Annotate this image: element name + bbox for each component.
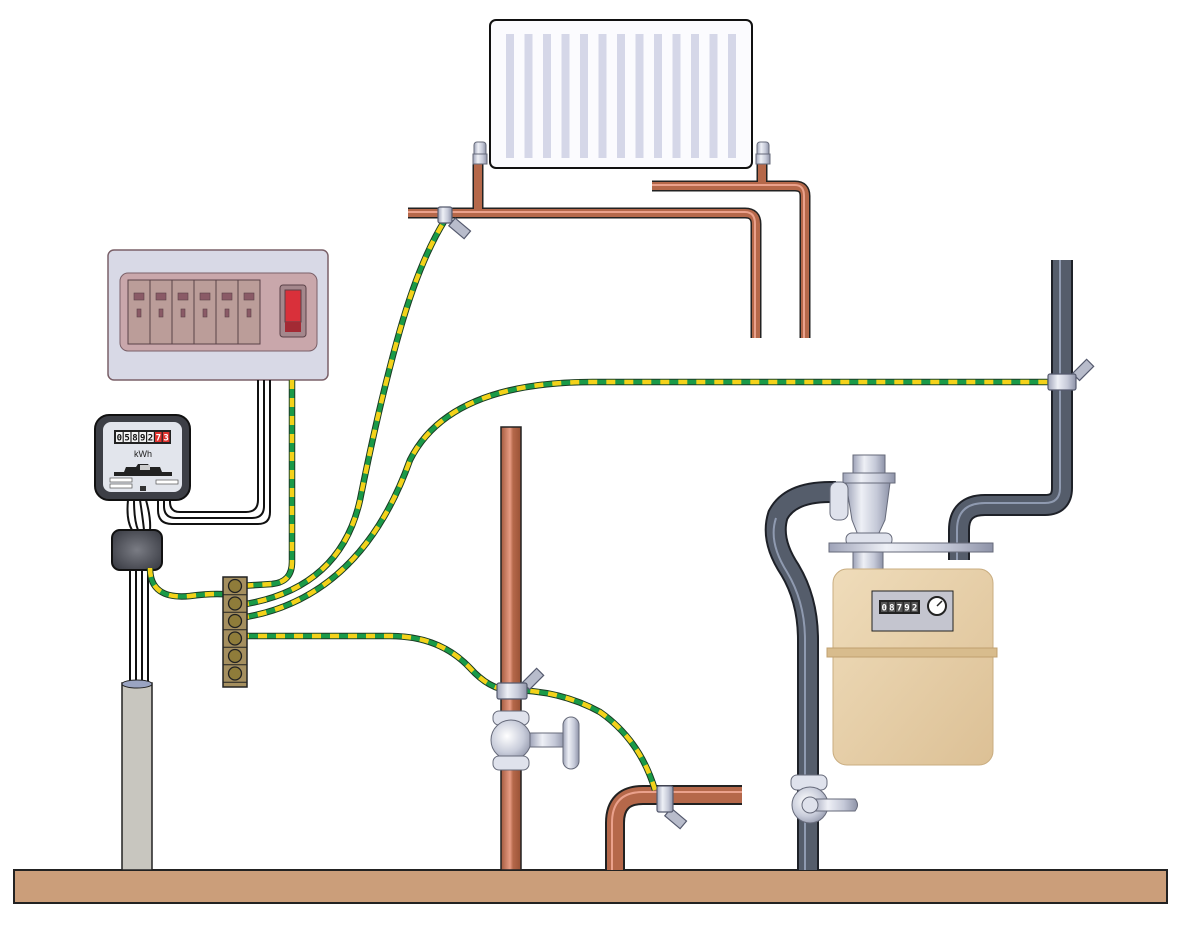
circuit-breaker[interactable]	[215, 279, 239, 345]
gas-meter-digit: 8	[889, 604, 894, 614]
water-pipe	[500, 426, 522, 871]
water-pipe-bend	[605, 785, 742, 870]
electricity-meter-digit: 8	[132, 434, 137, 444]
radiator-valve-right	[755, 141, 771, 165]
gas-meter-digit: 7	[897, 604, 902, 614]
radiator	[472, 19, 771, 169]
earth-terminal-screw	[223, 578, 247, 596]
radiator-fin	[543, 34, 551, 158]
radiator-fin	[728, 34, 736, 158]
bonding-conductor	[239, 218, 448, 609]
heating-pipes	[408, 160, 811, 338]
earth-clamp-gas	[1047, 358, 1095, 391]
gas-regulator	[828, 454, 994, 571]
bonding-conductor	[239, 378, 1055, 622]
radiator-fin	[580, 34, 588, 158]
earth-terminal-screw	[223, 613, 247, 631]
stopcock[interactable]	[490, 710, 580, 771]
gas-meter-digit: 2	[912, 604, 917, 614]
gas-meter-digit: 0	[881, 604, 886, 614]
radiator-fin	[561, 34, 570, 158]
radiator-valve-left	[472, 141, 488, 165]
circuit-breaker[interactable]	[237, 279, 261, 345]
gas-pipe	[764, 260, 1073, 870]
meter-unit-label: kWh	[134, 449, 152, 459]
radiator-fin	[524, 34, 533, 158]
radiator-fin	[709, 34, 718, 158]
meter-tails	[157, 380, 271, 525]
gas-meter-digit: 9	[904, 604, 909, 614]
earth-terminal-screw	[223, 666, 247, 683]
bonding-conductor	[239, 380, 296, 590]
earth-clamp-heating	[437, 206, 472, 240]
consumer-unit	[107, 249, 329, 381]
supply-cable	[121, 499, 153, 871]
circuit-breaker[interactable]	[193, 279, 217, 345]
circuit-breaker[interactable]	[149, 279, 173, 345]
bonding-conductor	[240, 632, 659, 791]
radiator-fin	[691, 34, 699, 158]
stopcock-handle[interactable]	[562, 716, 580, 770]
electricity-meter-digit: 7	[156, 434, 161, 444]
radiator-fin	[635, 34, 644, 158]
radiator-fin	[672, 34, 681, 158]
main-earthing-terminal	[222, 576, 248, 688]
gas-valve-lever[interactable]	[811, 798, 858, 812]
circuit-breaker[interactable]	[127, 279, 151, 345]
radiator-fin	[506, 34, 514, 158]
radiator-fin	[598, 34, 607, 158]
radiator-fin	[654, 34, 662, 158]
earth-clamp-water-bend	[656, 785, 688, 830]
main-switch[interactable]	[284, 289, 302, 323]
electricity-meter-digit: 5	[124, 434, 129, 444]
electricity-meter-digit: 0	[117, 434, 122, 444]
earth-terminal-screw	[223, 648, 247, 666]
electricity-meter-digit: 2	[148, 434, 153, 444]
floor	[13, 869, 1168, 904]
service-head	[111, 529, 163, 571]
electricity-meter-digit: 9	[140, 434, 145, 444]
earth-terminal-screw	[223, 631, 247, 648]
electricity-meter-digit: 3	[163, 434, 168, 444]
earth-terminal-screw	[223, 596, 247, 613]
radiator-fin	[617, 34, 625, 158]
gas-meter-valve[interactable]	[790, 774, 858, 824]
circuit-breaker[interactable]	[171, 279, 195, 345]
earth-clamp-water	[496, 667, 545, 700]
